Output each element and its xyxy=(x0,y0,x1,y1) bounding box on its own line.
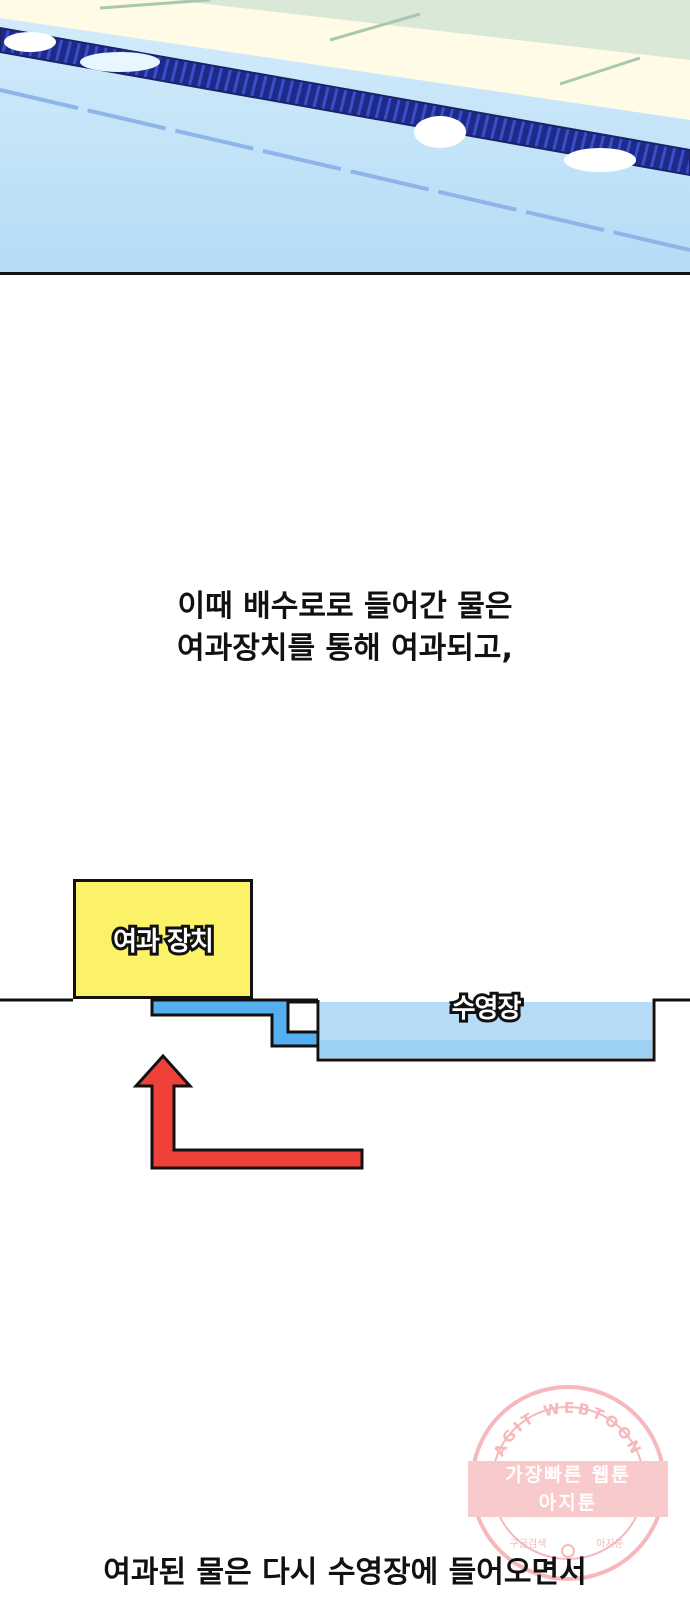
caption-first-line-1: 이때 배수로로 들어간 물은 xyxy=(177,589,513,624)
stamp-band: 가장빠른 웹툰 아지툰 xyxy=(468,1461,668,1517)
stamp-line-2: 아지툰 xyxy=(538,1492,598,1514)
stamp-ring-text: AGIT WEBTOON xyxy=(490,1399,643,1460)
filter-device-label: 여과 장치 xyxy=(110,924,217,960)
caption-second: 여과된 물은 다시 수영장에 들어오면서 xyxy=(0,1552,690,1594)
stamp-bottom-right: 아지툰 xyxy=(596,1538,624,1550)
caption-first: 이때 배수로로 들어간 물은 여과장치를 통해 여과되고, xyxy=(0,586,690,670)
svg-text:AGIT WEBTOON: AGIT WEBTOON xyxy=(490,1399,646,1460)
flow-arrow xyxy=(132,1053,364,1170)
stamp-logo-icon xyxy=(561,1544,575,1558)
stamp-line-1: 가장빠른 웹툰 xyxy=(505,1464,631,1486)
filtration-diagram: 여과 장치 수영장 xyxy=(0,860,690,1210)
caption-first-line-2: 여과장치를 통해 여과되고, xyxy=(177,631,513,666)
pool-illustration-panel xyxy=(0,0,690,275)
watermark-stamp: AGIT WEBTOON 구글검색 아지툰 가장빠른 웹툰 아지툰 xyxy=(468,1383,668,1583)
pool-label: 수영장 xyxy=(449,991,525,1027)
pool-edge-art xyxy=(0,0,690,252)
stamp-bottom-left: 구글검색 xyxy=(510,1538,547,1550)
pool-label-wrap: 수영장 xyxy=(318,978,654,1034)
caption-second-line-1: 여과된 물은 다시 수영장에 들어오면서 xyxy=(103,1555,587,1590)
filter-device-box: 여과 장치 xyxy=(73,879,253,999)
diagram-lines xyxy=(0,998,690,1170)
